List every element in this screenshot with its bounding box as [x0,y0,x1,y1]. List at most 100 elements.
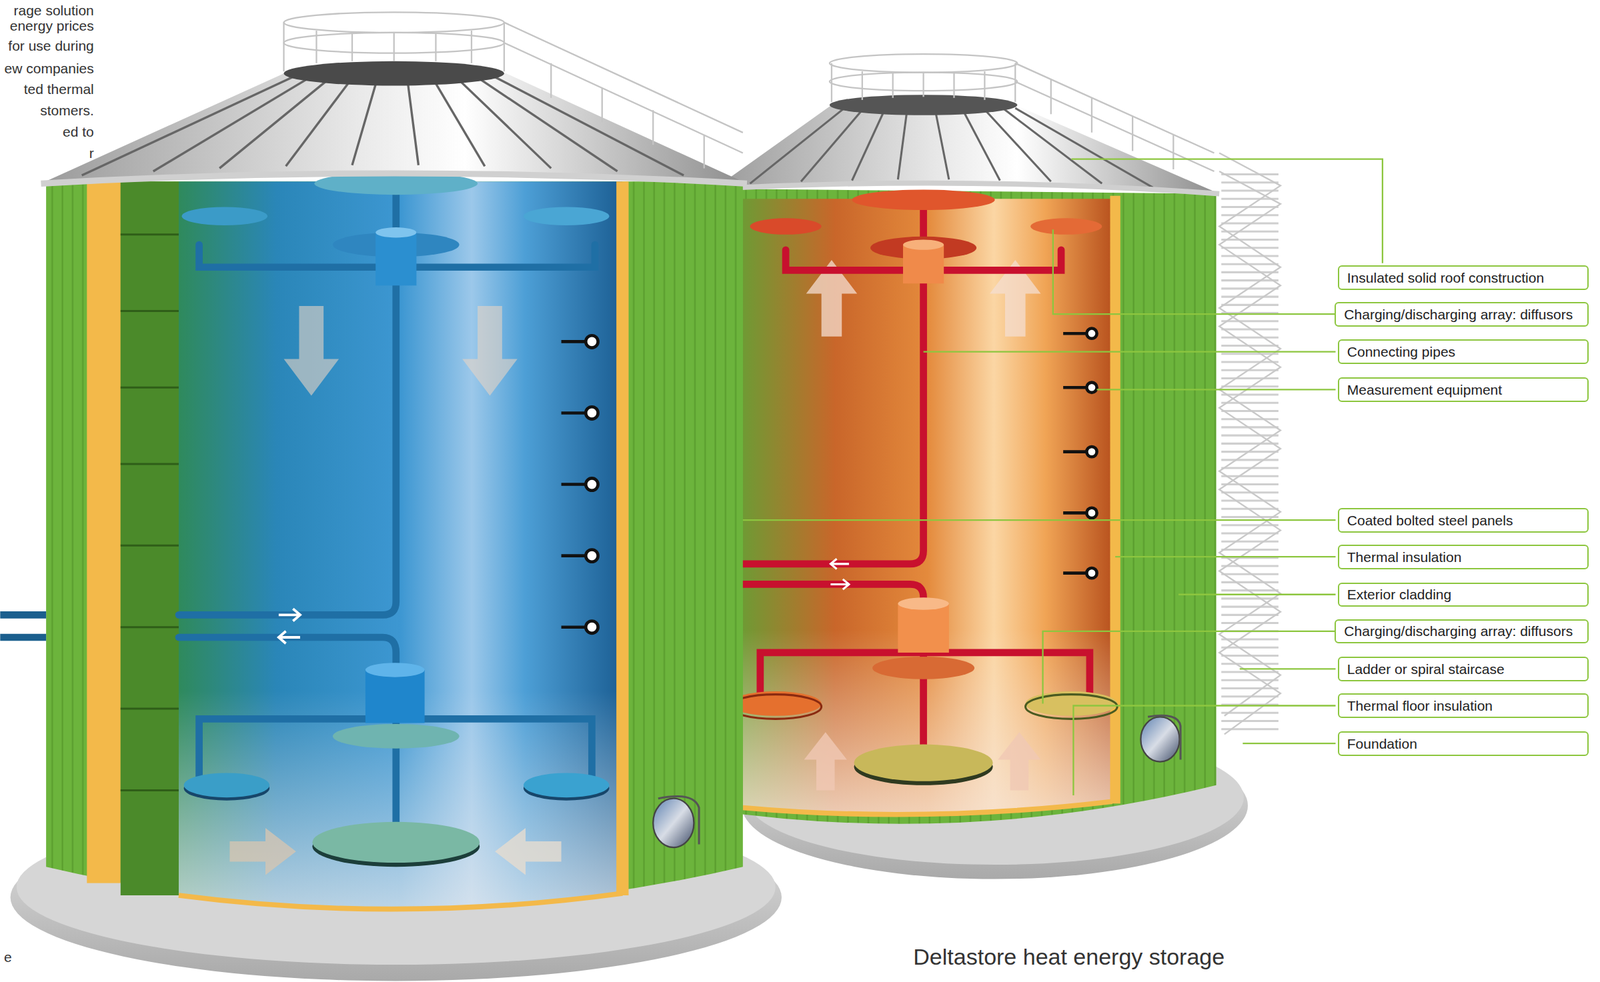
cold-tank [0,12,782,982]
hot-tank-part [750,218,822,235]
cold-tank-part [284,12,743,169]
cold-tank-part [278,608,301,644]
hot-tank-part-part [829,54,1018,73]
hot-tank-part-part [1086,568,1097,579]
hot-tank-part-part [1015,63,1214,172]
callout-box: Charging/discharging array: diffusors [1334,302,1589,327]
cold-tank-part [332,724,460,749]
cold-tank-part [229,828,296,876]
callout-box: Ladder or spiral staircase [1337,656,1589,682]
cold-tank-part-part [351,32,353,62]
cold-tank-part-part [278,631,301,644]
cold-tank-part [178,893,623,910]
cold-tank-part-part [284,12,505,33]
cold-tank-part-part [120,310,179,313]
hot-tank-part [852,190,996,211]
hot-tank-part-part [999,106,1102,184]
cold-tank-part [462,306,518,397]
cold-tank-part [86,181,121,884]
cold-tank-part-part [278,608,301,621]
hot-tank-part [829,54,1215,172]
hot-tank-part [872,656,975,680]
hot-tank-part [997,732,1041,791]
cold-tank-part [365,662,425,677]
hot-tank-part-part [861,71,864,101]
hot-tank-part-part [742,204,924,565]
callout-label: Connecting pipes [1339,343,1456,361]
callout-box: Charging/discharging array: diffusors [1334,619,1589,645]
cold-tank-part [523,207,609,227]
leader-lines-part [1115,556,1336,558]
text-fragment: energy prices [10,17,95,35]
cold-tank-part [182,207,268,227]
hot-tank-part [729,694,822,720]
leader-lines-part [1053,229,1336,315]
cold-tank-part-part [120,708,179,711]
text-fragment: for use during [8,37,94,55]
callout-label: Exterior cladding [1339,586,1452,603]
cold-tank-part-part [120,386,179,389]
callout-box: Foundation [1337,731,1589,757]
hot-tank-part-part [983,71,986,101]
callout-label: Thermal floor insulation [1339,697,1493,715]
cold-tank-part [120,181,179,896]
hot-tank-part [714,188,1217,825]
leader-lines-part [1043,631,1336,705]
cold-tank-part-part [428,71,485,167]
cold-tank-part [616,181,629,896]
leader-lines-part [1071,159,1383,264]
cold-tank-part [375,227,417,238]
hot-tank-part-part [742,584,924,604]
callout-label: Coated bolted steel panels [1339,512,1514,529]
hot-tank-part-part [830,558,850,569]
hot-tank-part [742,198,1113,815]
cold-tank-part [312,822,480,864]
leader-lines [742,159,1383,796]
cold-tank-part [284,61,505,87]
cold-tank-part-part [585,621,598,634]
text-fragment: r [89,144,95,162]
cold-tank-part-part [550,63,704,169]
hot-tank-part [829,94,1018,116]
leader-lines-part [1239,668,1336,670]
cold-tank-part-part [178,637,397,669]
hot-tank-part-part [1086,382,1097,393]
callout-label: Thermal insulation [1339,548,1462,566]
cold-tank-part-part [585,478,598,491]
hot-tank-part [897,597,949,610]
leader-lines-part [742,519,1336,521]
text-fragment: rage solution [14,2,95,19]
cold-tank-part-part [282,22,285,72]
cold-tank-part [284,306,340,397]
cold-tank-part-part [450,72,551,169]
cold-tank-part [184,772,270,798]
cold-tank-part-part [471,73,618,172]
cold-tank-part [658,796,699,845]
callout-box: Measurement equipment [1337,377,1589,403]
hot-tank-part-part [892,72,894,99]
leader-lines-part [1178,594,1336,596]
cold-tank-part-part [585,549,598,562]
callout-box: Thermal floor insulation [1337,693,1589,719]
cold-tank-part-part [120,462,179,465]
callout-label: Insulated solid roof construction [1339,269,1544,287]
cold-tank-part [0,614,47,638]
cold-tank-part [178,188,595,839]
cold-tank-part-part [585,335,598,348]
cold-tank-part [652,798,694,848]
cold-tank-part-part [120,233,179,236]
cold-tank-part [120,234,179,791]
hot-tank-part-part [831,63,833,103]
hot-tank-part [903,239,944,250]
callout-label: Measurement equipment [1339,381,1502,399]
callout-label: Charging/discharging array: diffusors [1335,622,1573,640]
leader-lines-part [1097,388,1336,391]
callout-box: Connecting pipes [1337,339,1589,365]
cold-tank-part [365,670,425,724]
hot-tank-part-part [1086,328,1097,339]
callout-box: Insulated solid roof construction [1337,265,1589,291]
leader-lines-part [923,351,1336,353]
hot-tank-part [1221,173,1279,737]
cold-tank-part [494,828,561,876]
cold-tank-part-part [585,406,598,419]
